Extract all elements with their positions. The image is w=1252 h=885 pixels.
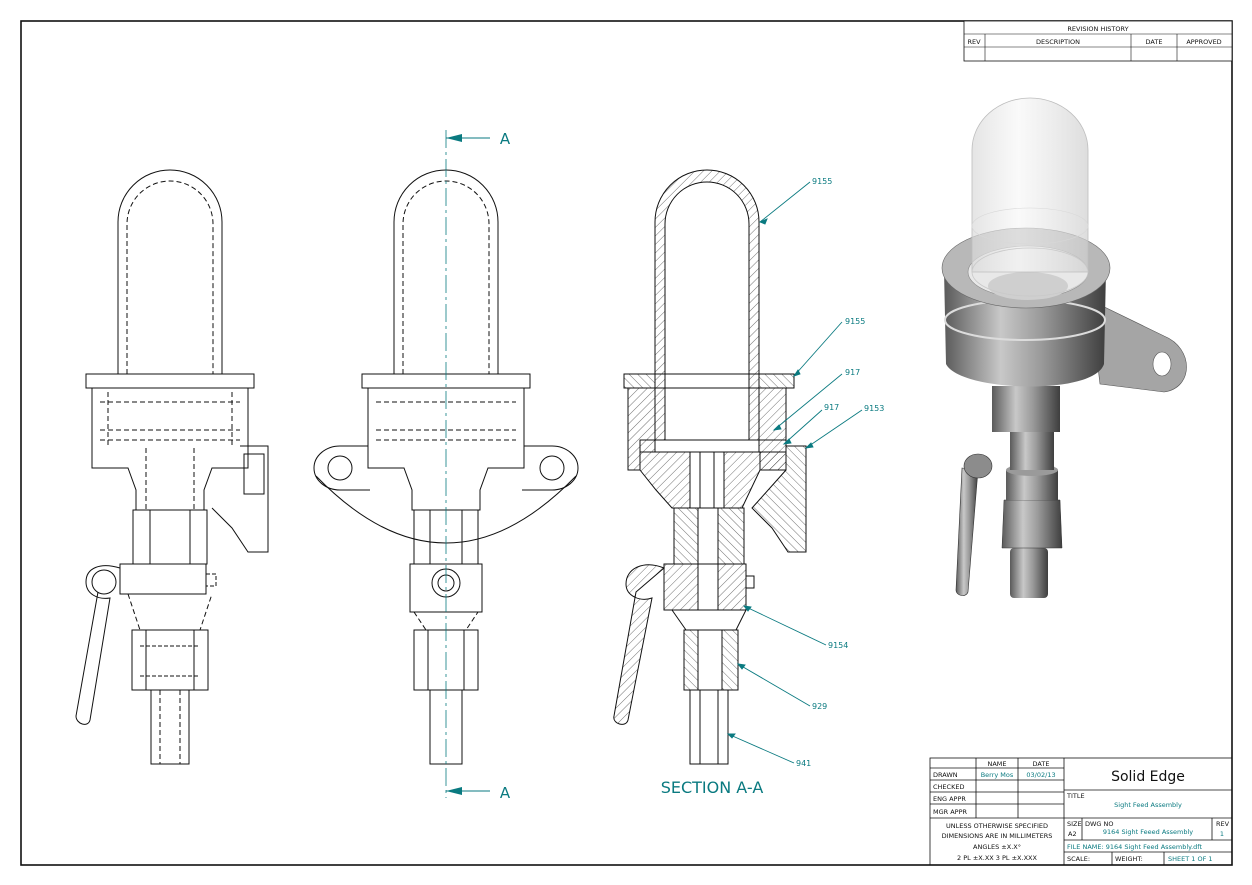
weight-label: WEIGHT:	[1115, 855, 1143, 863]
callout-label: 9155	[845, 317, 865, 326]
callout-label: 917	[824, 403, 839, 412]
note-line: 2 PL ±X.XX 3 PL ±X.XXX	[957, 854, 1037, 862]
date-header: DATE	[1033, 760, 1050, 768]
callout-label: 917	[845, 368, 860, 377]
dwg-no-label: DWG NO	[1085, 820, 1114, 828]
cut-label-top: A	[500, 130, 511, 148]
drawn-name: Berry Mos	[981, 771, 1014, 779]
title-block-text: NAME DATE DRAWN Berry Mos 03/02/13 CHECK…	[933, 760, 1230, 863]
size-value: A2	[1068, 830, 1077, 838]
mgr-appr-label: MGR APPR	[933, 808, 968, 816]
file-name: FILE NAME: 9164 Sight Feed Assembly.dft	[1067, 843, 1202, 851]
callout-label: 9154	[828, 641, 848, 650]
name-header: NAME	[987, 760, 1006, 768]
dwg-no-value: 9164 Sight Feeed Assembly	[1103, 828, 1193, 836]
date-col-header: DATE	[1146, 38, 1163, 46]
revision-history-table: REVISION HISTORY REV DESCRIPTION DATE AP…	[963, 20, 1233, 62]
callout-label: 929	[812, 702, 827, 711]
title-label: TITLE	[1066, 792, 1085, 800]
callout-leaders	[726, 181, 863, 764]
cut-plane-a: A A	[445, 130, 511, 802]
note-line: ANGLES ±X.X°	[973, 843, 1021, 851]
callout-label: 9153	[864, 404, 884, 413]
rev-col-header: REV	[967, 38, 981, 46]
callout-label: 941	[796, 759, 811, 768]
note-line: UNLESS OTHERWISE SPECIFIED	[946, 822, 1048, 830]
description-col-header: DESCRIPTION	[1036, 38, 1080, 46]
scale-label: SCALE:	[1067, 855, 1090, 863]
note-line: DIMENSIONS ARE IN MILLIMETERS	[942, 832, 1053, 840]
drawn-label: DRAWN	[933, 771, 958, 779]
section-caption: SECTION A-A	[661, 778, 764, 797]
rev-value: 1	[1220, 830, 1224, 838]
revision-history-title: REVISION HISTORY	[1067, 25, 1128, 33]
section-view	[613, 169, 807, 765]
eng-appr-label: ENG APPR	[933, 795, 966, 803]
side-view	[75, 169, 269, 765]
callout-label: 9155	[812, 177, 832, 186]
sheet-number: SHEET 1 OF 1	[1168, 855, 1213, 863]
drawn-date: 03/02/13	[1026, 771, 1055, 779]
sheet-border	[20, 20, 1233, 866]
company-name: Solid Edge	[1111, 769, 1185, 785]
rev-label: REV	[1216, 820, 1230, 828]
isometric-render	[941, 97, 1187, 598]
cut-label-bottom: A	[500, 784, 511, 802]
title-block	[929, 757, 1233, 866]
drawing-title: Sight Feed Assembly	[1114, 801, 1182, 809]
approved-col-header: APPROVED	[1186, 38, 1221, 46]
size-label: SIZE	[1067, 820, 1082, 828]
checked-label: CHECKED	[933, 783, 964, 791]
